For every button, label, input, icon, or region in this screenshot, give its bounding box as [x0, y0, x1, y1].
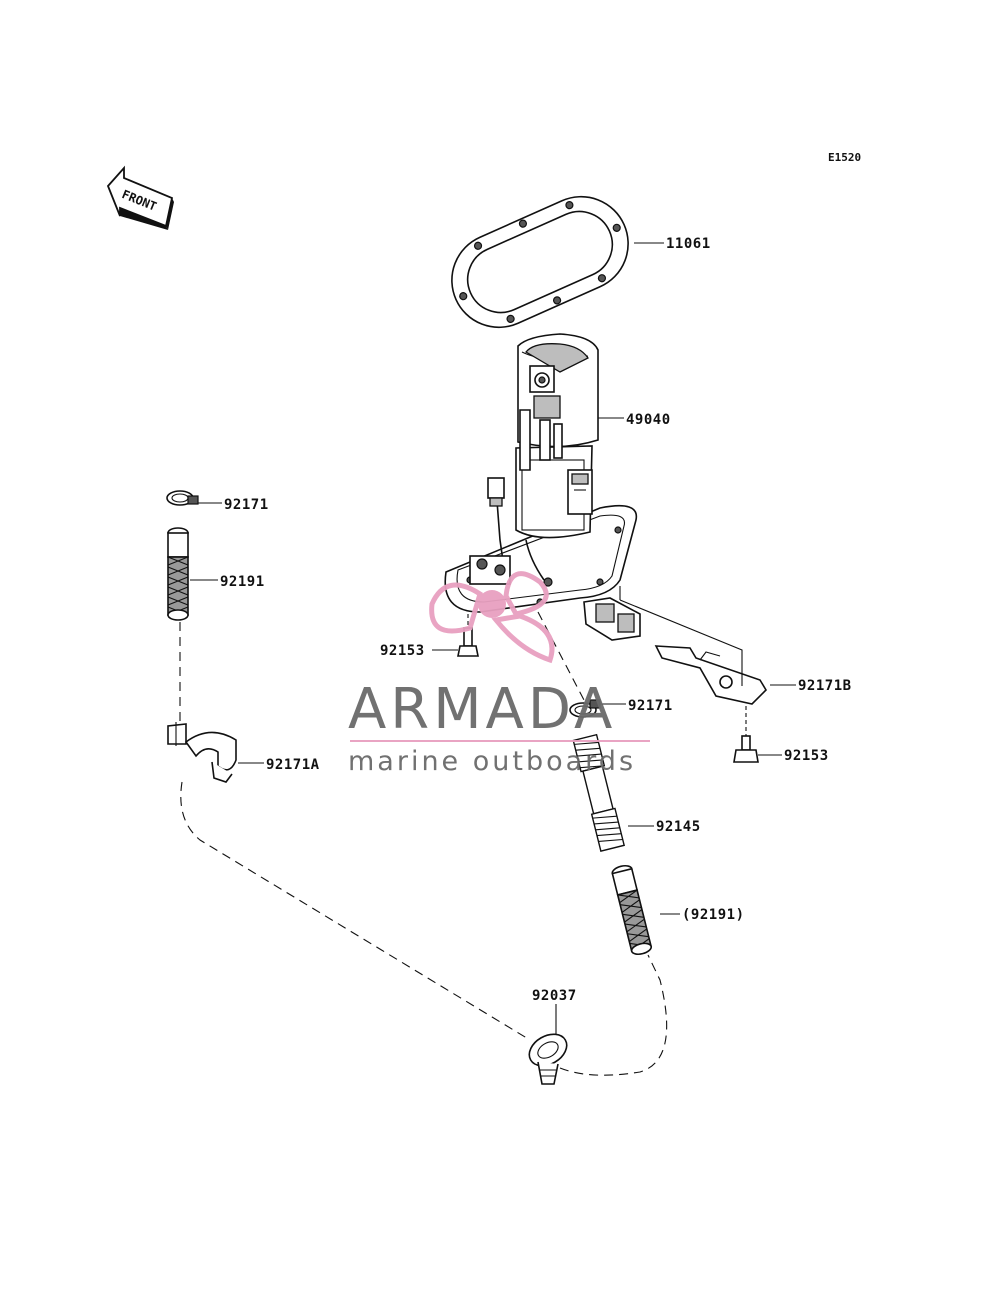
part-label-hose-spring: 92145 [656, 819, 701, 835]
hose-spring-part [572, 733, 626, 852]
hose-center-part [611, 864, 653, 956]
part-label-fuel-pump: 49040 [626, 412, 671, 428]
grommet-part [528, 1033, 568, 1085]
front-arrow-icon: FRONT [106, 165, 174, 230]
clamp-hose-center-part [569, 699, 601, 718]
watermark: ARMADA marine outboards [348, 571, 650, 777]
diagram-code: E1520 [828, 151, 861, 164]
part-label-clamp-top-left: 92171 [224, 497, 269, 513]
part-label-bracket-b: 92171B [798, 678, 852, 694]
watermark-title: ARMADA [348, 677, 616, 742]
clamp-top-left-part [166, 490, 199, 506]
fuel-pump-assembly [444, 333, 641, 641]
bracket-b-part [654, 645, 768, 705]
clamp-a-part [167, 722, 237, 783]
hose-left-part [167, 527, 189, 621]
part-label-clamp-a: 92171A [266, 757, 320, 773]
gasket-part [451, 195, 629, 329]
watermark-subtitle: marine outboards [348, 746, 636, 777]
part-label-hose-center: (92191) [682, 907, 745, 923]
part-label-bolt-bracket: 92153 [784, 748, 829, 764]
part-label-bolt-flange-left: 92153 [380, 643, 425, 659]
part-label-gasket: 11061 [666, 236, 711, 252]
bolt-flange-left-part [457, 614, 479, 657]
propeller-logo-icon [429, 571, 555, 664]
part-label-hose-left: 92191 [220, 574, 265, 590]
part-label-grommet: 92037 [532, 988, 577, 1004]
part-label-clamp-hose-center: 92171 [628, 698, 673, 714]
bolt-bracket-part [733, 706, 759, 763]
